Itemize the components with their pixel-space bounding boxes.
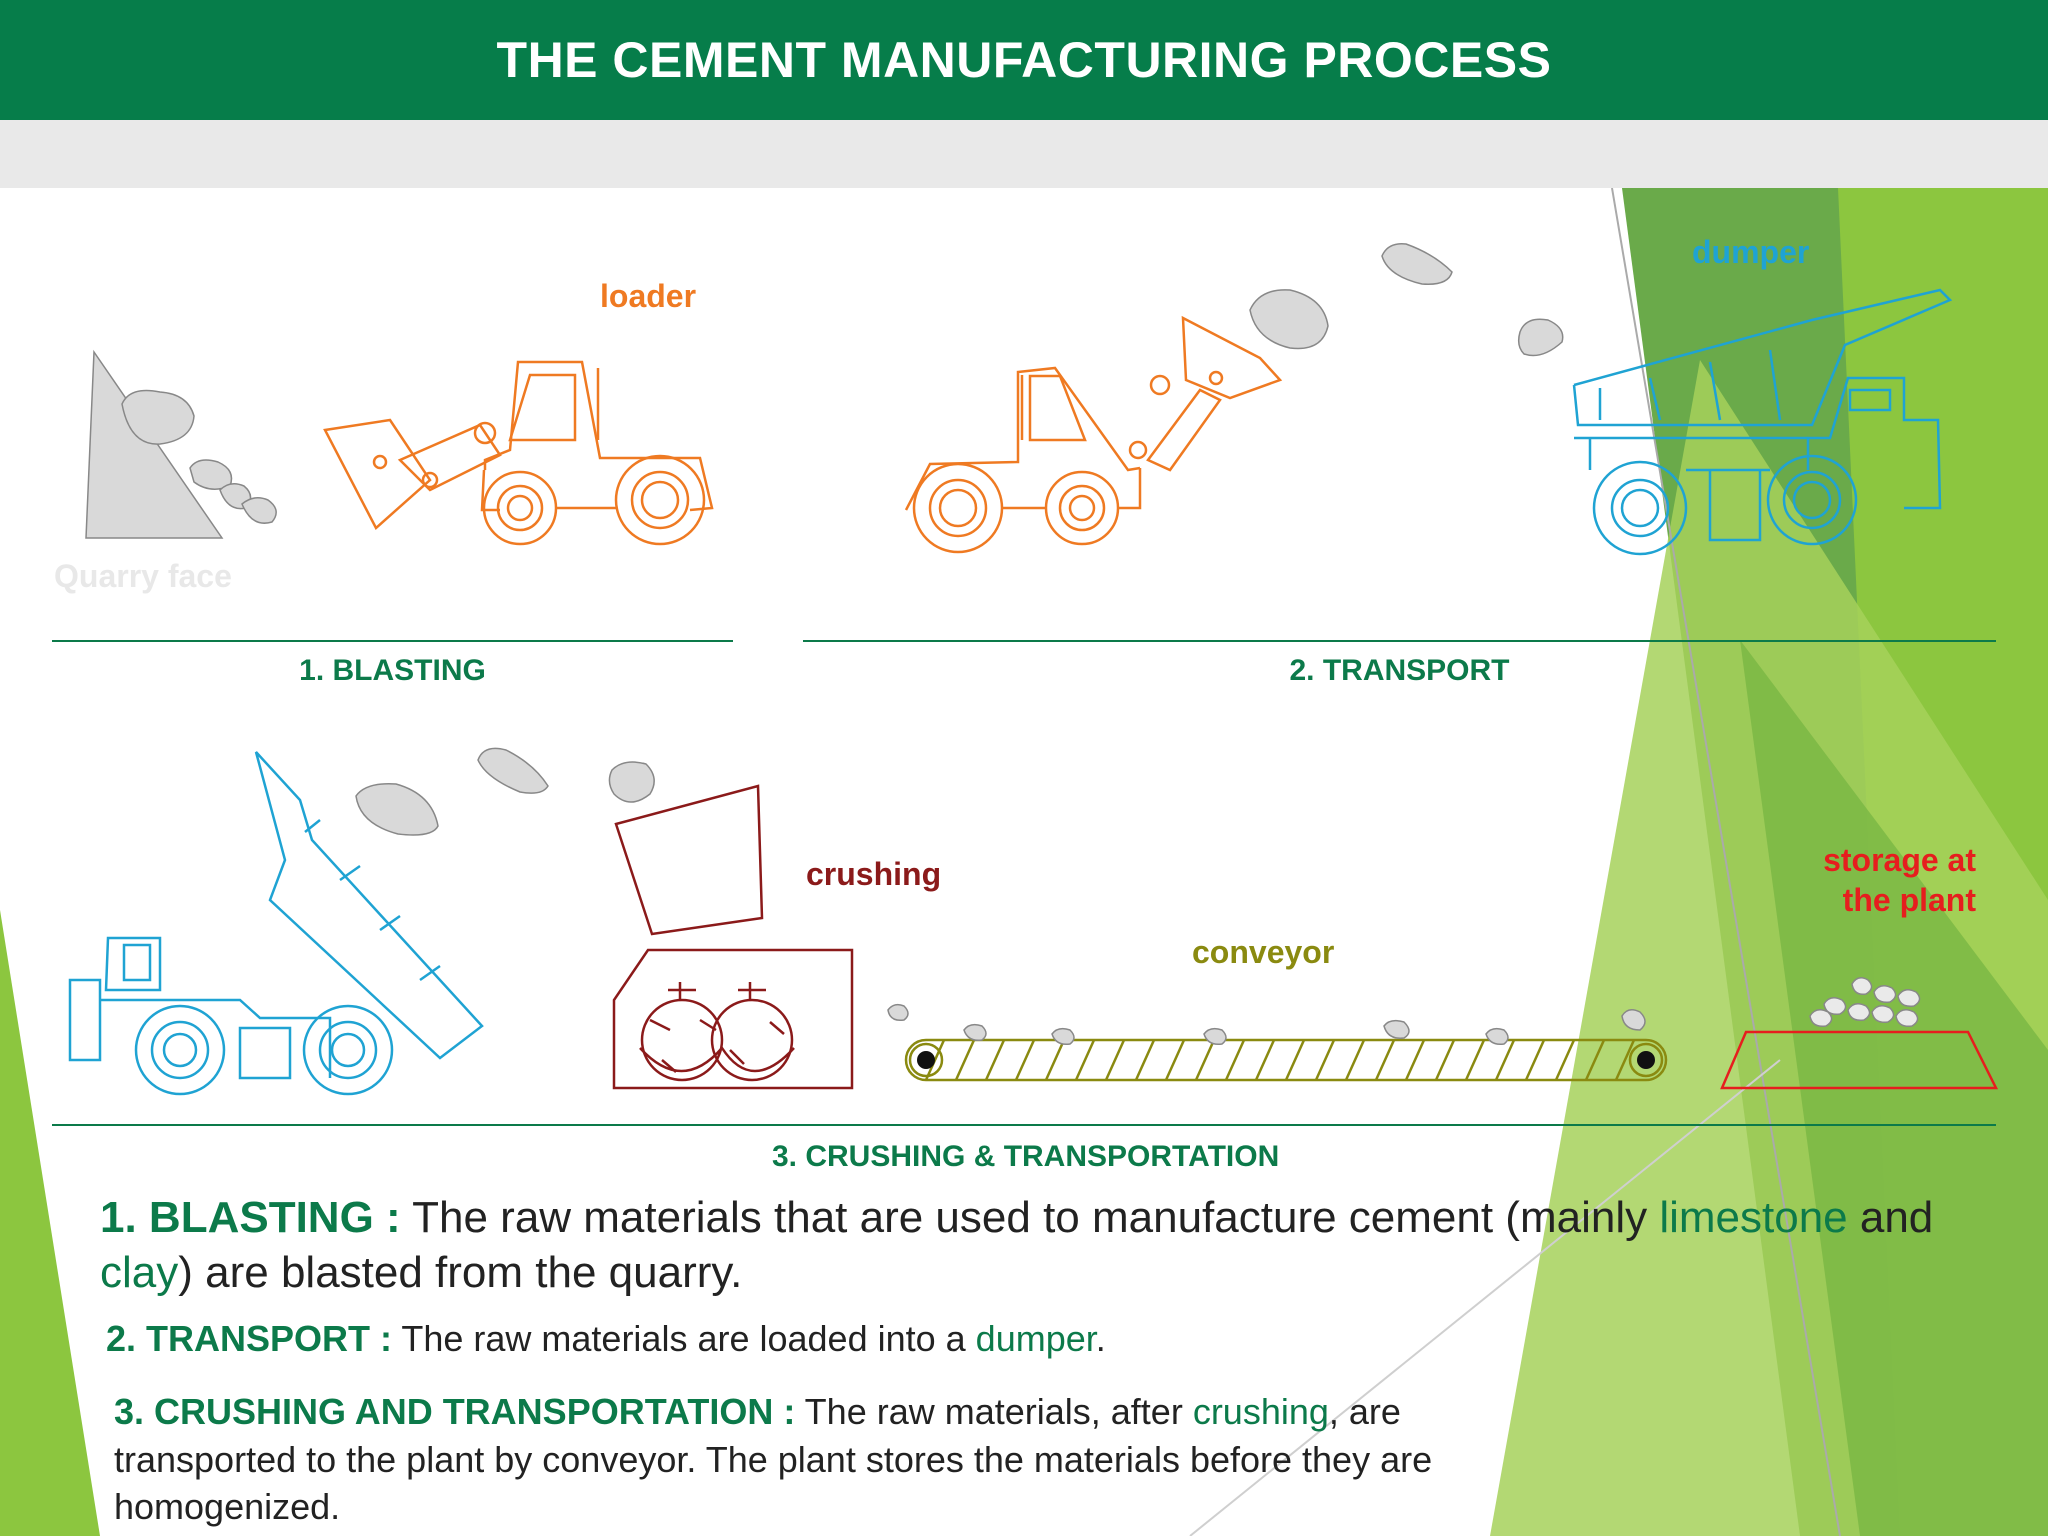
thin-line-2 [1189,1059,1781,1536]
description-crushing-text-2: , are transported to the plant by convey… [114,1391,1433,1528]
storage-icon [1720,977,1999,1090]
storage-label-line2: the plant [1842,882,1976,918]
description-blasting: 1. BLASTING : The raw materials that are… [100,1190,1940,1301]
green-wedge-left [0,910,100,1536]
description-crushing-text-1: The raw materials, after [795,1391,1193,1432]
description-blasting-text-3: ) are blasted from the quarry. [178,1248,743,1298]
loader-icon-2 [904,315,1283,554]
dumper-label: dumper [1692,234,1810,270]
storage-label: storage at the plant [1790,840,1976,920]
quarry-face-icon [85,349,277,539]
crusher-icon [612,784,854,1090]
loader-icon-1 [323,360,714,546]
subtitle-bar [0,120,2048,188]
thin-line [1611,187,1841,1536]
quarry-face-label: Quarry face [54,558,232,594]
description-blasting-text-1: The raw materials that are used to manuf… [400,1193,1660,1242]
conveyor-icon [904,1038,1668,1082]
rocks-transport [1249,243,1564,357]
term-dumper: dumper [975,1318,1096,1359]
rocks-conveyor [887,1003,1646,1046]
dumper-icon-2 [68,751,484,1096]
description-crushing-key: 3. CRUSHING AND TRANSPORTATION : [114,1391,796,1432]
term-limestone: limestone [1659,1193,1848,1242]
description-crushing: 3. CRUSHING AND TRANSPORTATION : The raw… [114,1388,1576,1531]
conveyor-label: conveyor [1192,934,1335,970]
description-transport-text-1: The raw materials are loaded into a [392,1318,976,1359]
dumper-icon-1 [1572,288,1953,556]
rocks-crushing [355,747,655,836]
stage-label-blasting: 1. BLASTING [299,654,486,687]
description-transport-text-2: . [1095,1318,1106,1359]
description-transport: 2. TRANSPORT : The raw materials are loa… [106,1316,1906,1363]
storage-label-line1: storage at [1823,842,1976,878]
loader-label: loader [600,278,697,314]
description-blasting-key: 1. BLASTING : [100,1193,401,1242]
term-crushing: crushing [1192,1391,1329,1432]
description-blasting-text-2: and [1847,1193,1934,1242]
crushing-label: crushing [806,856,942,892]
stage-label-crushing: 3. CRUSHING & TRANSPORTATION [772,1140,1280,1173]
description-transport-key: 2. TRANSPORT : [106,1318,393,1359]
page-title: THE CEMENT MANUFACTURING PROCESS [0,0,2048,120]
term-clay: clay [100,1248,179,1298]
stage-label-transport: 2. TRANSPORT [1289,654,1510,687]
